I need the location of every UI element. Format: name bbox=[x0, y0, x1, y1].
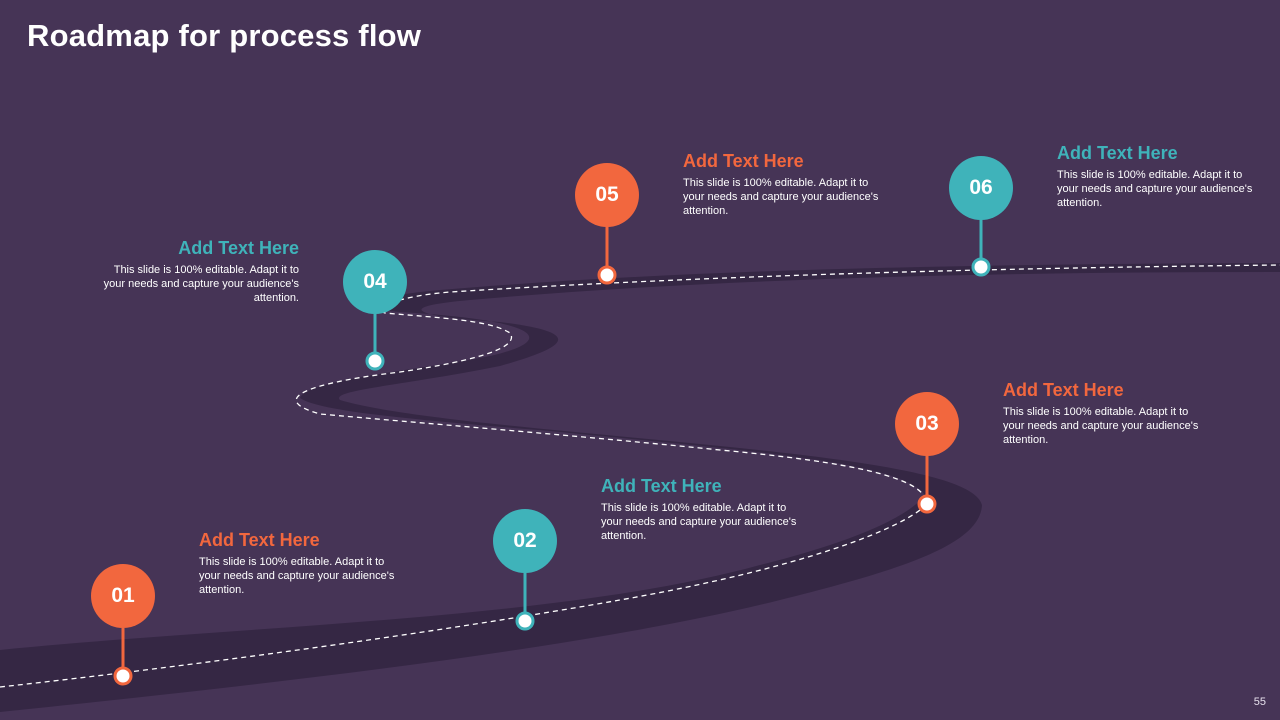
milestone-text-05: Add Text Here This slide is 100% editabl… bbox=[683, 151, 883, 218]
milestone-heading-03: Add Text Here bbox=[1003, 380, 1124, 400]
milestone-text-01: Add Text Here This slide is 100% editabl… bbox=[199, 530, 399, 597]
road-dot-03 bbox=[917, 494, 937, 514]
milestone-body-03: This slide is 100% editable. Adapt it to… bbox=[1003, 406, 1199, 446]
milestone-pin-03: 03 bbox=[895, 392, 959, 456]
milestone-body-05: This slide is 100% editable. Adapt it to… bbox=[683, 177, 879, 217]
milestone-heading-02: Add Text Here bbox=[601, 476, 722, 496]
milestone-heading-04: Add Text Here bbox=[178, 238, 299, 258]
milestone-heading-06: Add Text Here bbox=[1057, 143, 1178, 163]
road-shape bbox=[0, 263, 1280, 712]
milestone-pin-01: 01 bbox=[91, 564, 155, 628]
milestone-heading-01: Add Text Here bbox=[199, 530, 320, 550]
milestone-pin-04: 04 bbox=[343, 250, 407, 314]
milestone-text-06: Add Text Here This slide is 100% editabl… bbox=[1057, 143, 1257, 210]
road-dot-01 bbox=[113, 666, 133, 686]
milestone-text-02: Add Text Here This slide is 100% editabl… bbox=[601, 476, 801, 543]
milestone-body-04: This slide is 100% editable. Adapt it to… bbox=[103, 264, 299, 304]
milestone-pin-05: 05 bbox=[575, 163, 639, 227]
milestone-text-03: Add Text Here This slide is 100% editabl… bbox=[1003, 380, 1203, 447]
road-dot-06 bbox=[971, 257, 991, 277]
road-dot-02 bbox=[515, 611, 535, 631]
road-dashed-line bbox=[0, 264, 1280, 688]
milestone-pin-06: 06 bbox=[949, 156, 1013, 220]
milestone-body-01: This slide is 100% editable. Adapt it to… bbox=[199, 556, 395, 596]
milestone-body-06: This slide is 100% editable. Adapt it to… bbox=[1057, 169, 1253, 209]
milestone-pin-02: 02 bbox=[493, 509, 557, 573]
page-number: 55 bbox=[1253, 696, 1266, 708]
milestone-body-02: This slide is 100% editable. Adapt it to… bbox=[601, 502, 797, 542]
road-dot-04 bbox=[365, 351, 385, 371]
slide-title: Roadmap for process flow bbox=[27, 18, 422, 53]
road-dot-05 bbox=[597, 265, 617, 285]
milestone-text-04: Add Text Here This slide is 100% editabl… bbox=[99, 238, 299, 305]
pin-stems bbox=[113, 218, 991, 686]
milestone-heading-05: Add Text Here bbox=[683, 151, 804, 171]
